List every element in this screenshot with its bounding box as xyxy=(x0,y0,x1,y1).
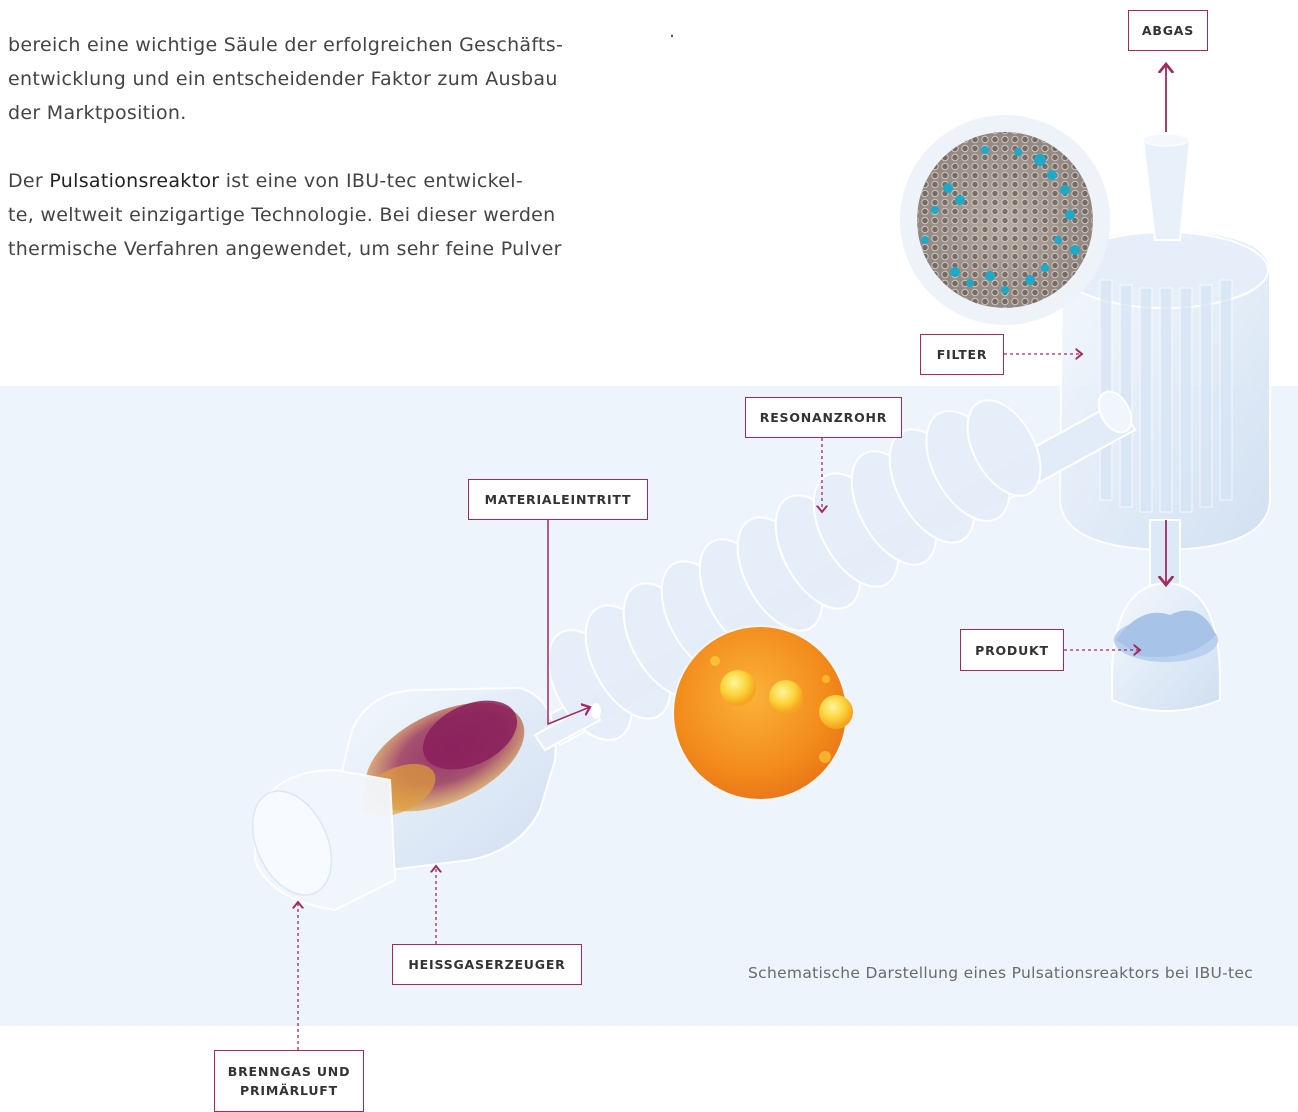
burner-cone xyxy=(251,768,397,912)
label-produkt: PRODUKT xyxy=(960,629,1064,671)
label-materialeintritt: MATERIALEINTRITT xyxy=(468,479,648,520)
text-line-2: entwicklung und ein entscheidender Fakto… xyxy=(8,68,558,90)
text-line-3: der Marktposition. xyxy=(8,102,187,124)
text-paragraph-2: Der Pulsationsreaktor ist eine von IBU-t… xyxy=(8,170,523,192)
text-line-1: bereich eine wichtige Säule der erfolgre… xyxy=(8,34,564,56)
connector-lines xyxy=(298,64,1166,1050)
diagram-caption: Schematische Darstellung eines Pulsation… xyxy=(748,964,1254,982)
filter-zoom-circle xyxy=(900,115,1110,325)
product-collector xyxy=(1111,581,1221,712)
label-resonanzrohr: RESONANZROHR xyxy=(745,397,902,438)
highlight-pulsationsreaktor: Pulsationsreaktor xyxy=(49,170,220,192)
label-heissgaserzeuger: HEISSGASERZEUGER xyxy=(392,944,582,985)
stray-dot: . xyxy=(669,20,676,42)
text-paragraph-2-line-3: thermische Verfahren angewendet, um sehr… xyxy=(8,238,562,260)
intro-text: ... ... bereich eine wichtige Säule der … xyxy=(8,0,632,266)
particle-zoom-orange xyxy=(672,625,853,801)
resonance-tube xyxy=(538,390,1137,747)
filter-vessel xyxy=(1058,133,1271,601)
label-abgas: ABGAS xyxy=(1128,10,1208,51)
text-paragraph-2-line-2: te, weltweit einzigartige Technologie. B… xyxy=(8,204,556,226)
label-filter: FILTER xyxy=(920,334,1004,375)
label-brenngas-und-primaerluft: BRENNGAS UND PRIMÄRLUFT xyxy=(214,1050,364,1112)
